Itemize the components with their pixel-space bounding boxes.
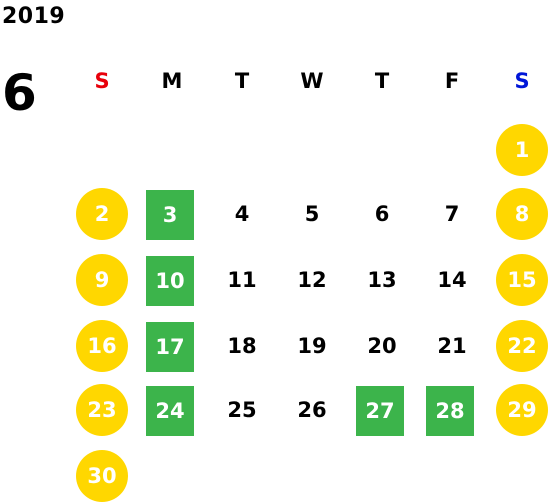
year-label: 2019 <box>2 4 66 29</box>
day-cell: 15 <box>496 254 548 306</box>
weekday-friday: F <box>444 69 460 93</box>
day-cell: 7 <box>444 202 460 226</box>
day-cell: 11 <box>227 268 257 292</box>
day-cell: 22 <box>496 320 548 372</box>
day-cell: 16 <box>76 320 128 372</box>
weekday-sunday: S <box>94 69 110 93</box>
day-cell: 8 <box>496 188 548 240</box>
day-cell: 13 <box>367 268 397 292</box>
day-cell: 28 <box>426 386 474 436</box>
day-cell: 4 <box>234 202 250 226</box>
day-cell: 27 <box>356 386 404 436</box>
day-cell: 14 <box>437 268 467 292</box>
day-cell: 6 <box>374 202 390 226</box>
weekday-wednesday: W <box>300 69 324 93</box>
day-cell: 3 <box>146 190 194 240</box>
weekday-monday: M <box>161 69 183 93</box>
day-cell: 20 <box>367 334 397 358</box>
day-cell: 24 <box>146 386 194 436</box>
weekday-saturday: S <box>514 69 530 93</box>
day-cell: 21 <box>437 334 467 358</box>
day-cell: 18 <box>227 334 257 358</box>
day-cell: 2 <box>76 188 128 240</box>
day-cell: 17 <box>146 322 194 372</box>
day-cell: 19 <box>297 334 327 358</box>
weekday-thursday: T <box>374 69 390 93</box>
day-cell: 26 <box>297 398 327 422</box>
day-cell: 29 <box>496 384 548 436</box>
day-cell: 1 <box>496 124 548 176</box>
day-cell: 23 <box>76 384 128 436</box>
weekday-tuesday: T <box>234 69 250 93</box>
day-cell: 10 <box>146 256 194 306</box>
day-cell: 12 <box>297 268 327 292</box>
day-cell: 30 <box>76 450 128 502</box>
day-cell: 25 <box>227 398 257 422</box>
day-cell: 9 <box>76 254 128 306</box>
day-cell: 5 <box>304 202 320 226</box>
month-number: 6 <box>2 64 37 122</box>
